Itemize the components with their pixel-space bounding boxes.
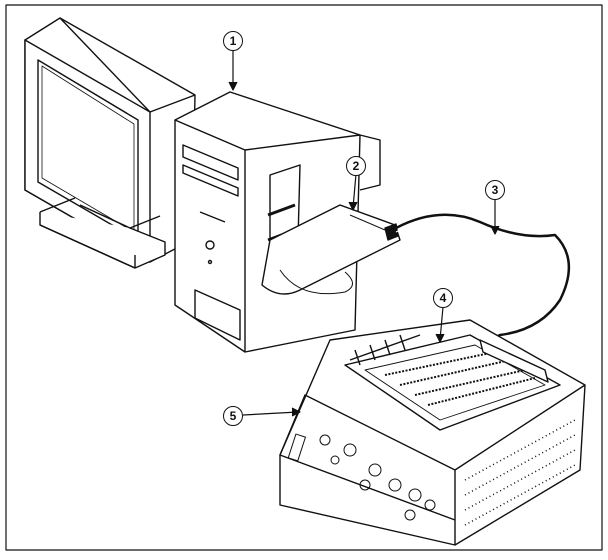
callout-3: 3 <box>485 180 505 200</box>
callout-1: 1 <box>223 31 243 51</box>
callout-arrows <box>228 50 500 417</box>
callout-4: 4 <box>433 288 453 308</box>
frame-border <box>5 4 603 551</box>
callout-5: 5 <box>223 406 243 426</box>
daq-card <box>261 204 401 295</box>
callout-2: 2 <box>346 156 366 176</box>
monitor <box>24 17 196 269</box>
workstation <box>279 319 586 546</box>
cable <box>395 213 571 347</box>
